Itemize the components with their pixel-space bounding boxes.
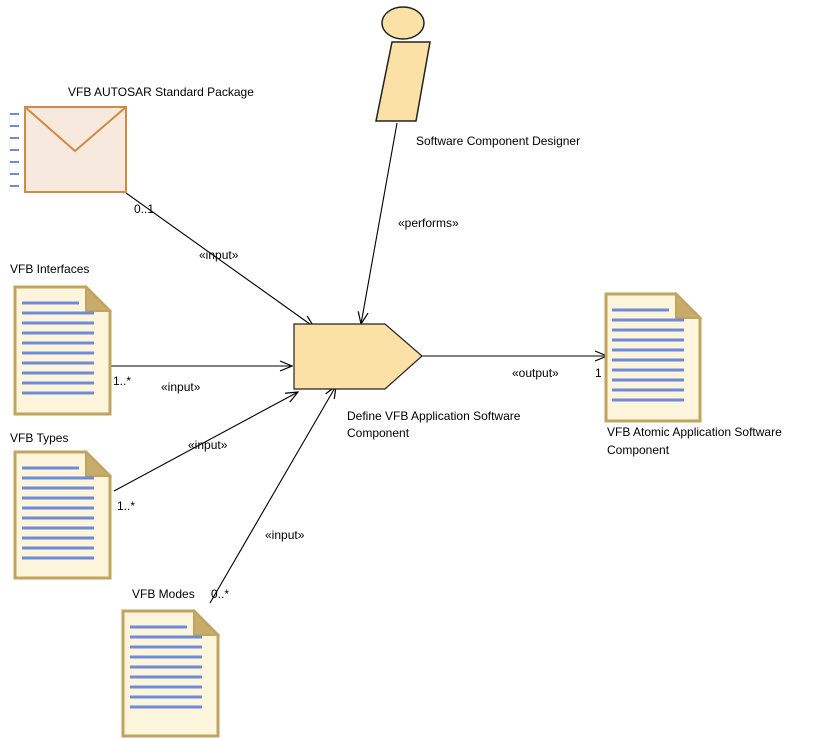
types-label: VFB Types: [10, 431, 68, 445]
designer-label: Software Component Designer: [416, 134, 580, 148]
edge-labels: 0..1 «input» 1..* «input» «input» 1..* «…: [113, 202, 602, 601]
standard-package-label: VFB AUTOSAR Standard Package: [68, 85, 254, 99]
interfaces-label: VFB Interfaces: [10, 262, 89, 276]
envelope-icon: [10, 106, 127, 193]
envelope-dashes: [10, 113, 19, 187]
modes-node[interactable]: VFB Modes: [121, 587, 221, 738]
designer-node[interactable]: Software Component Designer: [375, 6, 580, 148]
document-icon: [13, 449, 113, 580]
task-label-line2: Component: [347, 426, 410, 440]
document-icon: [13, 284, 113, 416]
document-icon: [604, 291, 703, 423]
modes-multiplicity: 0..*: [211, 587, 229, 601]
edge-types-input[interactable]: [113, 392, 298, 492]
types-node[interactable]: VFB Types: [10, 431, 113, 580]
modes-label: VFB Modes: [132, 587, 195, 601]
edge-package-input[interactable]: [125, 192, 314, 327]
output-label-line2: Component: [607, 443, 670, 457]
interfaces-multiplicity: 1..*: [113, 374, 131, 388]
output-label-line1: VFB Atomic Application Software: [607, 425, 782, 439]
output-stereotype: «output»: [512, 366, 559, 380]
types-multiplicity: 1..*: [117, 499, 135, 513]
output-node[interactable]: VFB Atomic Application Software Componen…: [604, 291, 782, 457]
standard-package-node[interactable]: VFB AUTOSAR Standard Package: [10, 85, 254, 193]
package-multiplicity: 0..1: [134, 202, 154, 216]
document-icon: [121, 608, 221, 738]
interfaces-node[interactable]: VFB Interfaces: [10, 262, 113, 416]
output-multiplicity: 1: [595, 366, 602, 380]
interfaces-input-stereotype: «input»: [161, 380, 201, 394]
edge-performs[interactable]: [361, 122, 398, 324]
edges: [111, 122, 607, 604]
task-icon: [293, 323, 423, 390]
task-node[interactable]: Define VFB Application Software Componen…: [293, 323, 521, 440]
task-label-line1: Define VFB Application Software: [347, 409, 521, 423]
edge-modes-input[interactable]: [209, 386, 336, 604]
modes-input-stereotype: «input»: [265, 528, 305, 542]
actor-icon: [375, 6, 431, 122]
performs-stereotype: «performs»: [398, 216, 459, 230]
package-input-stereotype: «input»: [199, 248, 239, 262]
types-input-stereotype: «input»: [188, 438, 228, 452]
